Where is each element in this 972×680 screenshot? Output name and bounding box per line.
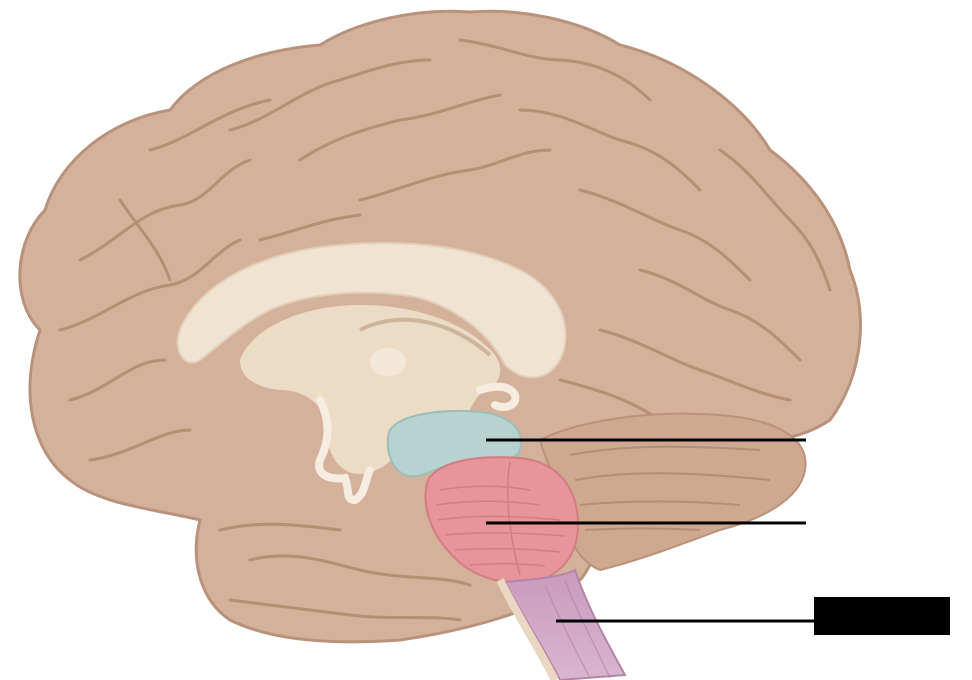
gyri-pattern <box>58 38 832 622</box>
cerebellum-folia <box>569 445 771 531</box>
cerebellum <box>538 412 807 572</box>
medulla-oblongata <box>503 568 627 680</box>
pons <box>424 456 580 584</box>
medulla-stripes <box>544 579 611 679</box>
corpus-callosum <box>176 242 567 379</box>
thalamus <box>370 348 406 376</box>
fornix <box>359 317 492 357</box>
medulla-outline <box>496 578 559 680</box>
label-redaction-box <box>814 597 950 635</box>
diencephalon <box>240 305 501 475</box>
hypothalamus <box>315 396 374 505</box>
pineal-region <box>476 382 520 411</box>
pons-fibers <box>435 461 566 576</box>
